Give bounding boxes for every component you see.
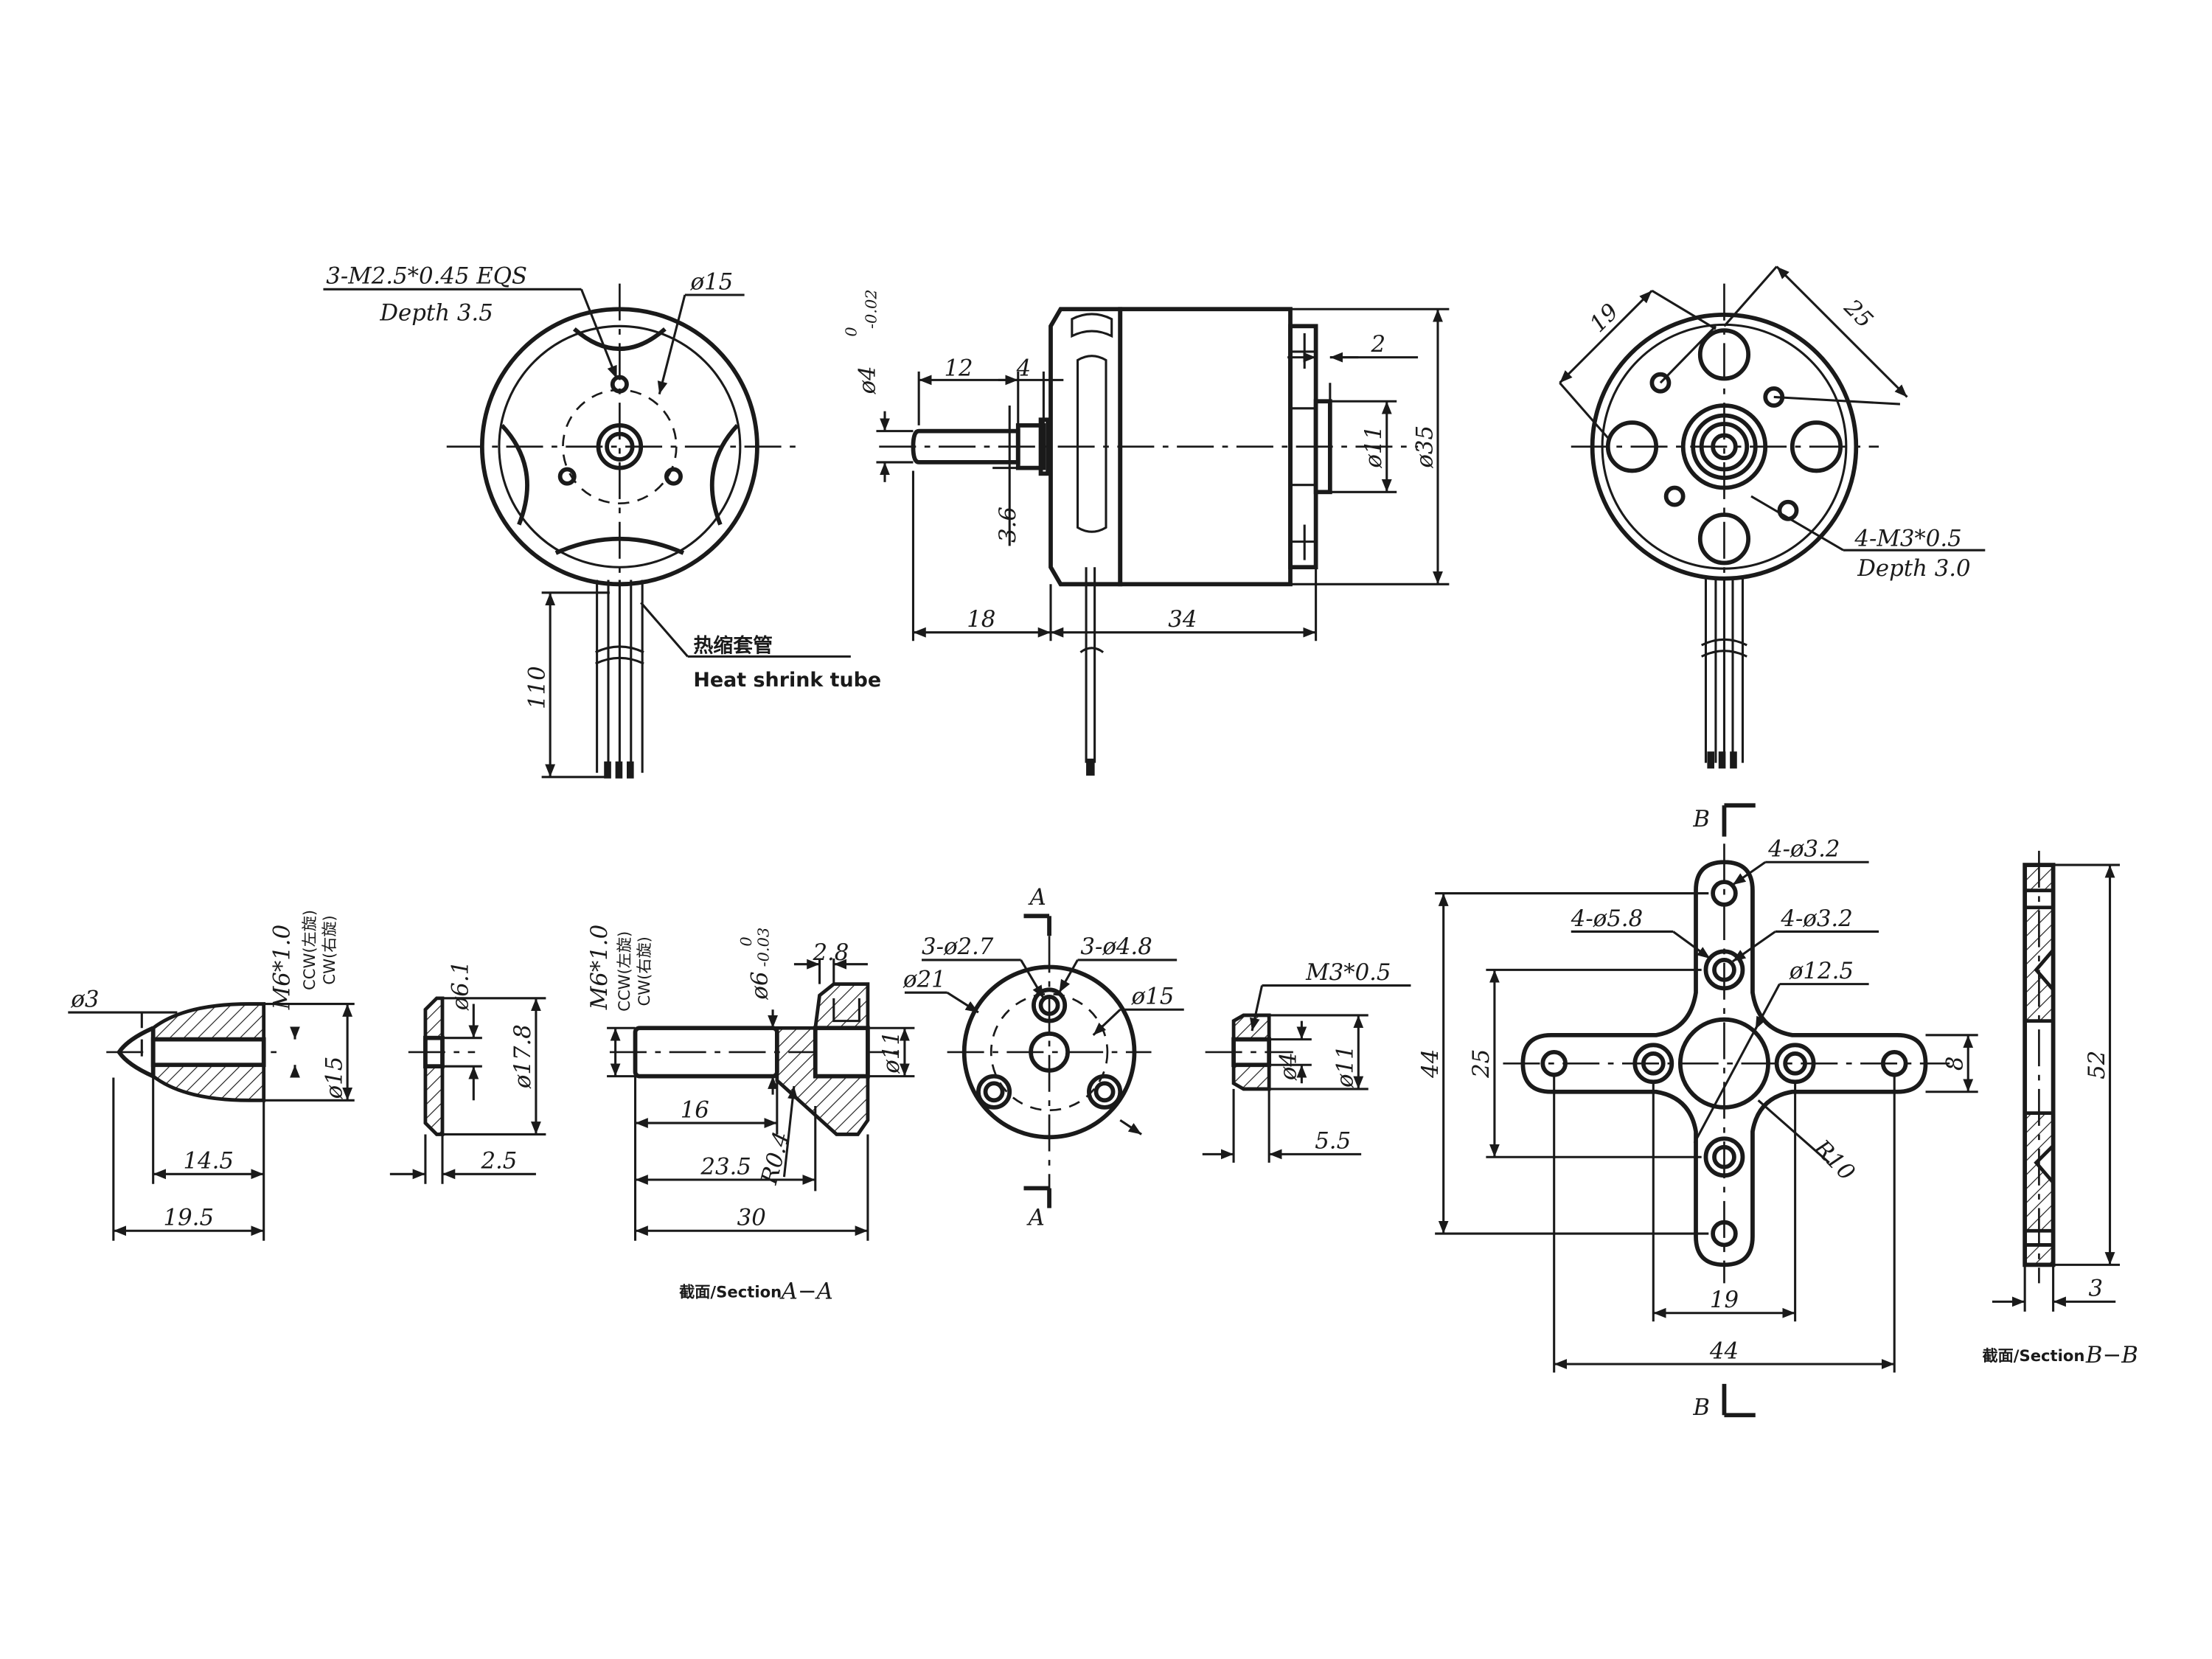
adapter-total-len: 30 xyxy=(737,1205,766,1231)
adapter-section-id: A−A xyxy=(779,1279,833,1305)
shaft-len-dim: 12 xyxy=(944,355,973,382)
rear-spacing-a-dim: 19 xyxy=(1585,299,1624,338)
sleeve-label-en: Heat shrink tube xyxy=(693,669,881,692)
adapter-section-label: 截面/Section xyxy=(679,1283,782,1301)
mount-radius: R10 xyxy=(1808,1134,1860,1186)
adapter-bore-dim: ø6 xyxy=(746,971,773,1000)
mount-holes-outer: 4-ø3.2 xyxy=(1767,836,1840,863)
x-mount-part: B B 4-ø3.2 4-ø5.8 4-ø3.2 ø12.5 R10 44 25… xyxy=(1417,803,1978,1421)
nut-inner-dim: ø4 xyxy=(1276,1052,1302,1081)
mount-pitch-y: 25 xyxy=(1468,1049,1495,1079)
mount-section-mark-top: B xyxy=(1692,806,1710,832)
rear-spacing-b-dim: 25 xyxy=(1838,293,1878,333)
adapter-ccw: CCW(左旋) xyxy=(615,931,633,1012)
spinner-tip-dim: ø3 xyxy=(70,986,99,1012)
washer-thickness-dim: 2.5 xyxy=(480,1148,517,1175)
body-len-dim: 34 xyxy=(1168,606,1197,633)
side-view: 12 4 ø4 0 -0.02 3.6 18 34 2 ø11 xyxy=(843,289,1450,776)
spinner-thread-dim: M6*1.0 xyxy=(268,925,295,1010)
spinner-total-len: 19.5 xyxy=(164,1205,214,1231)
adapter-thread-len: 16 xyxy=(681,1096,709,1123)
ext-len-dim: 18 xyxy=(967,606,995,633)
adapter-tol-lower: -0.03 xyxy=(754,928,772,967)
adapter-section-mark-bottom: A xyxy=(1026,1205,1045,1231)
adapter-tol-upper: 0 xyxy=(737,936,755,946)
washer-part: ø6.1 ø17.8 2.5 xyxy=(389,961,546,1184)
mount-section-id: B−B xyxy=(2085,1342,2138,1368)
prop-adapter-part: M6*1.0 CCW(左旋) CW(右旋) ø6 0 -0.03 2.8 ø11… xyxy=(586,925,915,1305)
spinner-base-dim: ø15 xyxy=(321,1057,347,1100)
rear-thread-callout: 4-M3*0.5 xyxy=(1854,525,1961,552)
front-view: 110 3-M2.5*0.45 EQS Depth 3.5 ø15 热缩套管 H… xyxy=(323,263,881,779)
mount-section-height: 52 xyxy=(2084,1051,2110,1079)
front-thread-depth: Depth 3.5 xyxy=(379,300,493,327)
spinner-part: ø3 M6*1.0 CCW(左旋) CW(右旋) ø15 14.5 19.5 xyxy=(68,910,355,1241)
adapter-outer-dia: ø21 xyxy=(902,966,946,992)
adapter-holes-small: 3-ø2.7 xyxy=(922,933,994,960)
front-pcd-dim: ø15 xyxy=(690,268,734,295)
collar-len-dim: 4 xyxy=(1016,355,1032,382)
shaft-dia-dim: ø4 xyxy=(855,366,881,394)
spinner-inner-len: 14.5 xyxy=(183,1148,233,1175)
sleeve-label-cn: 热缩套管 xyxy=(693,634,773,658)
boss-dia-dim: ø11 xyxy=(1360,425,1387,469)
mount-center-dia: ø12.5 xyxy=(1789,958,1854,984)
adapter-holes-large: 3-ø4.8 xyxy=(1080,933,1152,960)
boss-len-dim: 2 xyxy=(1370,331,1385,358)
washer-outer-dim: ø17.8 xyxy=(509,1024,536,1089)
mount-section-view: 52 3 截面/Section B−B xyxy=(1982,850,2138,1368)
mount-pitch-x: 19 xyxy=(1710,1287,1739,1313)
nut-part: ø4 ø11 M3*0.5 5.5 xyxy=(1202,959,1411,1163)
rear-view: 19 25 4-M3*0.5 Depth 3.0 xyxy=(1559,265,1986,769)
rear-thread-depth: Depth 3.0 xyxy=(1857,555,1970,582)
adapter-face-view: A A 3-ø2.7 3-ø4.8 ø21 ø15 xyxy=(902,884,1184,1231)
mount-section-label: 截面/Section xyxy=(1982,1346,2084,1365)
flange-offset-dim: 3.6 xyxy=(995,507,1021,543)
adapter-flange-dim: 2.8 xyxy=(812,939,849,966)
adapter-face-pcd: ø15 xyxy=(1131,984,1175,1010)
spinner-cw: CW(右旋) xyxy=(320,915,338,984)
mount-section-mark-bottom: B xyxy=(1692,1394,1710,1421)
mount-span-x: 44 xyxy=(1709,1338,1739,1364)
mount-arm-width: 8 xyxy=(1942,1057,1969,1071)
lead-length-dim: 110 xyxy=(524,666,550,709)
mount-holes-mid: 4-ø5.8 xyxy=(1571,905,1643,932)
nut-length-dim: 5.5 xyxy=(1315,1128,1351,1155)
adapter-cw: CW(右旋) xyxy=(635,936,653,1006)
mount-holes-inner: 4-ø3.2 xyxy=(1780,905,1852,932)
adapter-mid-len: 23.5 xyxy=(700,1153,751,1180)
adapter-thread-dim: M6*1.0 xyxy=(586,925,613,1010)
mount-span-y: 44 xyxy=(1417,1049,1444,1079)
spinner-ccw: CCW(左旋) xyxy=(300,910,319,990)
body-dia-dim: ø35 xyxy=(1411,425,1438,469)
adapter-hub-dim: ø11 xyxy=(878,1031,905,1074)
adapter-section-mark-top: A xyxy=(1028,884,1046,911)
mount-section-thickness: 3 xyxy=(2089,1276,2104,1302)
shaft-tol-upper: 0 xyxy=(843,327,860,336)
nut-thread-dim: M3*0.5 xyxy=(1305,959,1391,986)
nut-outer-dim: ø11 xyxy=(1332,1045,1359,1088)
front-thread-callout: 3-M2.5*0.45 EQS xyxy=(326,263,527,290)
shaft-tol-lower: -0.02 xyxy=(862,289,880,329)
washer-bore-dim: ø6.1 xyxy=(448,961,474,1011)
